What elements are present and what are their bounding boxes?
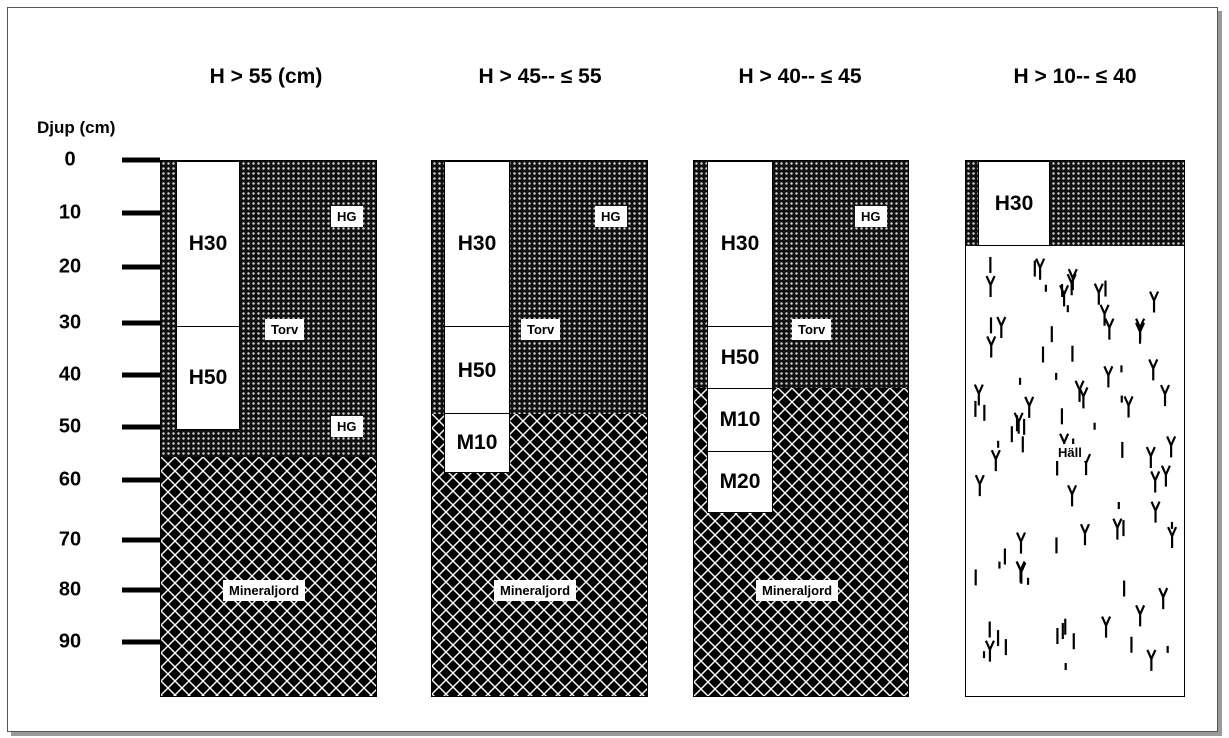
soil-profile-1: H30 H50 HG Torv HG Mineraljord	[160, 160, 377, 697]
sample-h30: H30	[978, 161, 1050, 246]
depth-tick-mark	[122, 321, 160, 326]
profile-3-heading: H > 40-- ≤ 45	[739, 65, 862, 89]
depth-tick-label: 70	[40, 529, 100, 552]
sample-m10: M10	[707, 388, 773, 452]
sample-h50: H50	[444, 326, 510, 415]
depth-tick-mark	[122, 478, 160, 483]
depth-tick-label: 0	[40, 149, 100, 172]
depth-tick-mark	[122, 538, 160, 543]
depth-tick-mark	[122, 640, 160, 645]
depth-tick-mark	[122, 158, 160, 163]
soil-profile-3: H30 H50 M10 M20 HG Torv Mineraljord	[693, 160, 909, 697]
mineraljord-label: Mineraljord	[756, 580, 838, 601]
bedrock-layer	[966, 246, 1184, 696]
torv-label: Torv	[521, 319, 560, 340]
depth-tick-mark	[122, 588, 160, 593]
profile-4-heading: H > 10-- ≤ 40	[1014, 65, 1137, 89]
hg-label-top: HG	[331, 206, 363, 227]
profile-2-heading: H > 45-- ≤ 55	[479, 65, 602, 89]
sample-m10: M10	[444, 413, 510, 473]
torv-label: Torv	[265, 319, 304, 340]
hg-label-bottom: HG	[331, 416, 363, 437]
depth-tick-mark	[122, 373, 160, 378]
depth-tick-label: 10	[40, 202, 100, 225]
sample-h50: H50	[176, 326, 240, 430]
depth-tick-label: 50	[40, 416, 100, 439]
hg-label-top: HG	[855, 206, 887, 227]
depth-tick-label: 40	[40, 364, 100, 387]
depth-axis-title: Djup (cm)	[37, 118, 115, 138]
soil-profile-2: H30 H50 M10 HG Torv Mineraljord	[431, 160, 648, 697]
depth-tick-label: 20	[40, 256, 100, 279]
mineral-soil-layer	[161, 457, 376, 696]
soil-profile-4: H30 Häll	[965, 160, 1185, 697]
sample-h30: H30	[707, 161, 773, 327]
depth-tick-mark	[122, 425, 160, 430]
mineraljord-label: Mineraljord	[223, 580, 305, 601]
profile-1-heading: H > 55 (cm)	[210, 65, 323, 89]
hall-label: Häll	[1054, 444, 1086, 461]
torv-label: Torv	[792, 319, 831, 340]
sample-h30: H30	[176, 161, 240, 327]
depth-tick-label: 30	[40, 312, 100, 335]
depth-tick-mark	[122, 265, 160, 270]
mineraljord-label: Mineraljord	[494, 580, 576, 601]
sample-h30: H30	[444, 161, 510, 327]
depth-tick-mark	[122, 211, 160, 216]
sample-h50: H50	[707, 326, 773, 389]
depth-tick-label: 90	[40, 631, 100, 654]
sample-m20: M20	[707, 451, 773, 513]
hg-label-top: HG	[595, 206, 627, 227]
depth-tick-label: 80	[40, 579, 100, 602]
depth-tick-label: 60	[40, 469, 100, 492]
